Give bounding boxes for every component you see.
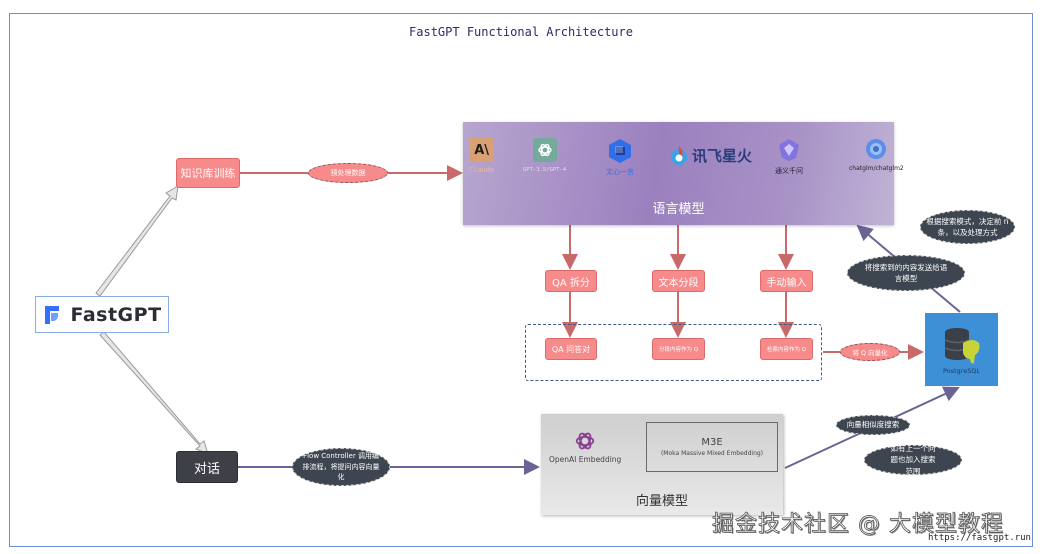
fastgpt-logo-icon <box>45 305 60 324</box>
segment-as-q-node: 分段内容作为 Q <box>652 338 705 360</box>
search-as-q-node: 检索内容作为 Q <box>760 338 813 360</box>
model-chatglm: chatglm/chatglm2 <box>849 138 904 172</box>
fastgpt-node: FastGPT <box>35 296 169 333</box>
arrow-to-training <box>95 185 179 297</box>
model-tongyi: 通义千问 <box>775 138 803 176</box>
qa-pairs-node: QA 问答对 <box>545 338 597 360</box>
model-name: 讯飞星火 <box>692 146 753 165</box>
flow-controller-bubble: Flow Controller 调用编排流程，将提问内容向量化 <box>292 448 390 486</box>
language-model-box: A\ Claude GPT-3.5/GPT-4 文心一言 讯飞星火 通义千问 c… <box>463 122 904 225</box>
wenxin-icon <box>609 139 631 163</box>
m3e-title: M3E <box>701 437 723 448</box>
embedding-model-box: OpenAI Embedding M3E (Moka Massive Mixed… <box>541 414 783 515</box>
manual-input-node: 手动输入 <box>760 270 813 292</box>
model-name: GPT-3.5/GPT-4 <box>523 167 567 173</box>
anthropic-icon: A\ <box>469 138 494 162</box>
m3e-subtitle: (Moka Massive Mixed Embedding) <box>660 450 764 457</box>
model-wenxin: 文心一言 <box>606 138 634 177</box>
xunfei-icon <box>671 146 687 165</box>
prev-question-bubble: 如有上一个问题也加入搜索范围 <box>864 444 962 476</box>
arrow-to-chat <box>99 331 209 455</box>
watermark: 掘金技术社区 @ 大模型教程 <box>712 512 1004 538</box>
openai-embedding: OpenAI Embedding <box>549 430 621 464</box>
search-mode-bubble: 根据搜索模式，决定前 n 条，以及处理方式 <box>920 210 1015 244</box>
fastgpt-name: FastGPT <box>70 303 162 326</box>
knowledge-training-node: 知识库训练 <box>176 158 240 188</box>
embedding-model-label: 向量模型 <box>635 494 688 509</box>
m3e-box: M3E (Moka Massive Mixed Embedding) <box>646 422 778 472</box>
postgresql-label: PostgreSQL <box>942 366 981 375</box>
language-model-label: 语言模型 <box>652 202 705 217</box>
model-name: 通义千问 <box>775 167 803 175</box>
model-gpt: GPT-3.5/GPT-4 <box>523 138 566 173</box>
text-segment-node: 文本分段 <box>652 270 705 292</box>
watermark-url: https://fastgpt.run <box>928 533 1031 543</box>
database-icon <box>944 327 979 363</box>
qa-split-node: QA 拆分 <box>545 270 597 292</box>
openai-embedding-label: OpenAI Embedding <box>549 455 622 464</box>
tongyi-icon <box>779 139 799 161</box>
model-claude: A\ Claude <box>469 138 494 174</box>
vectorize-q-pill: 将 Q 向量化 <box>840 343 900 361</box>
model-name: 文心一言 <box>606 168 634 176</box>
chatglm-icon <box>866 139 887 159</box>
diagram-title: FastGPT Functional Architecture <box>409 25 633 39</box>
model-xunfei: 讯飞星火 <box>669 144 752 166</box>
postgresql-node: PostgreSQL <box>925 313 998 386</box>
model-name: chatglm/chatglm2 <box>849 165 904 172</box>
openai-icon <box>576 432 595 450</box>
similarity-search-bubble: 向量相似度搜索 <box>836 415 910 435</box>
training-results-group <box>525 324 822 381</box>
preprocess-pill: 预处理数据 <box>308 163 388 183</box>
send-to-llm-bubble: 将搜索到的内容发送给语言模型 <box>847 255 965 291</box>
model-name: Claude <box>469 166 495 174</box>
chat-node: 对话 <box>176 451 238 483</box>
openai-icon <box>532 138 557 162</box>
